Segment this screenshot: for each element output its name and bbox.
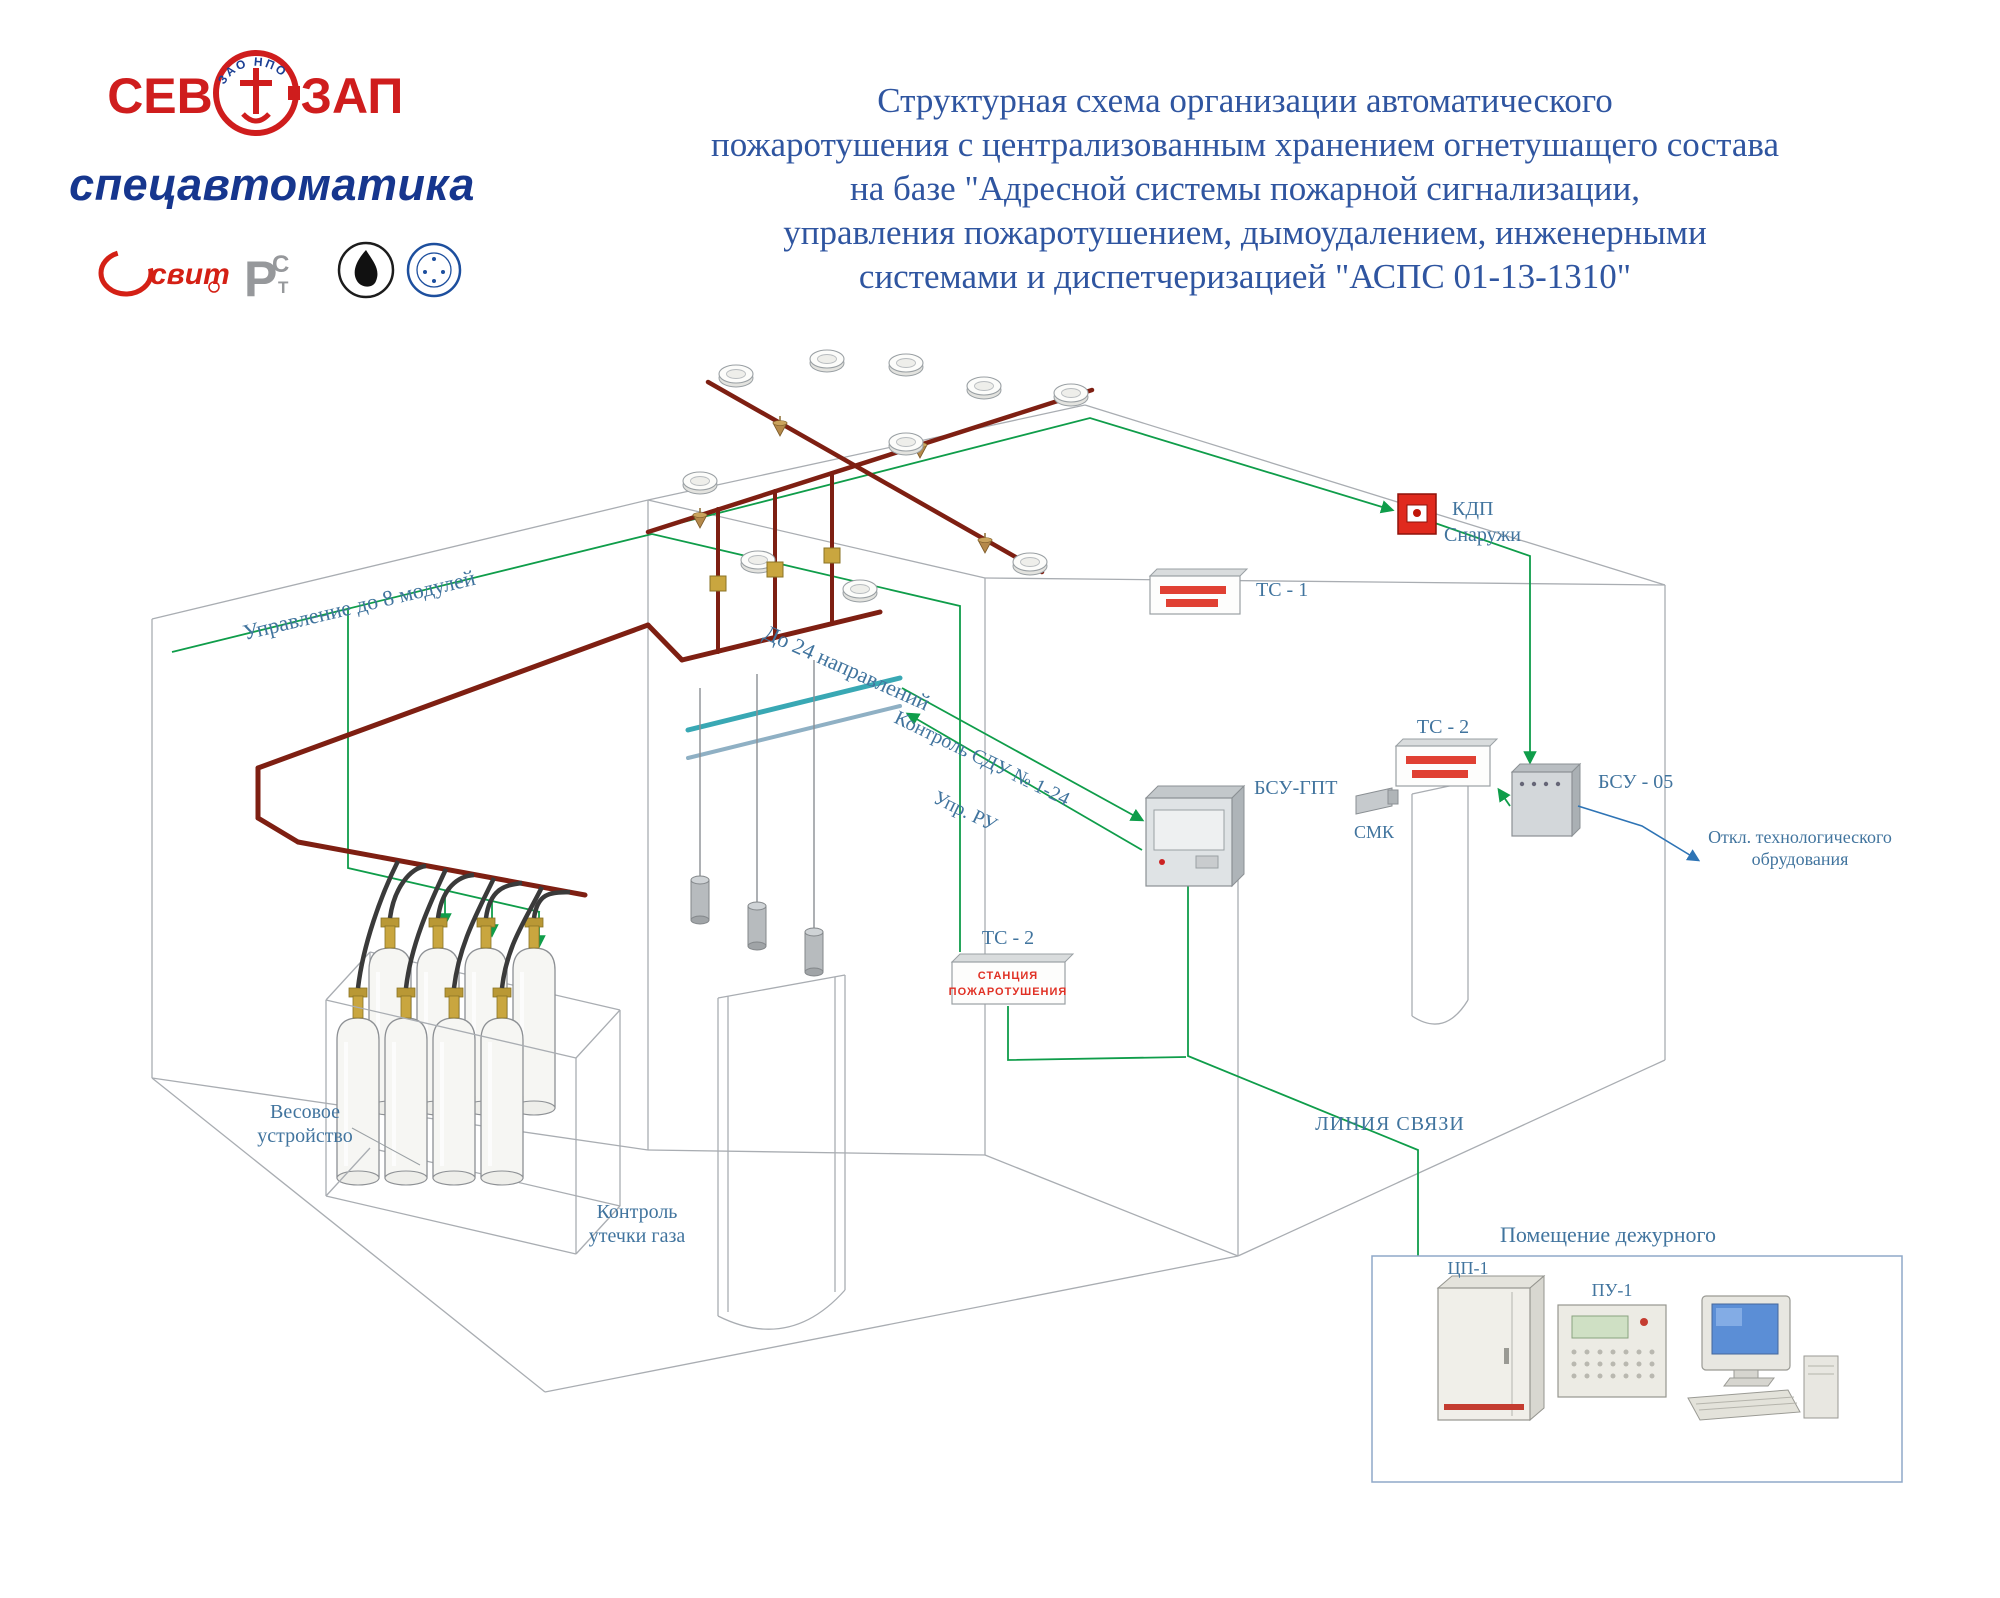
- sprinkler-emblem-icon: ЗАО НПО: [213, 50, 300, 136]
- cylinder-hoses: [355, 859, 571, 989]
- keyboard: [1687, 1389, 1801, 1421]
- label-ru-control: Упр. РУ: [930, 787, 1001, 837]
- title-line-3: на базе "Адресной системы пожарной сигна…: [850, 169, 1640, 208]
- pc-tower: [1803, 1355, 1839, 1419]
- weight-cylinder: [690, 875, 710, 925]
- smoke-detector-icon: [1012, 552, 1048, 576]
- station-sign-line1: СТАНЦИЯ: [978, 970, 1038, 982]
- ceiling-detector-grid: [645, 349, 1095, 603]
- smoke-detector-icon: [809, 349, 845, 373]
- gas-pipes: [255, 471, 883, 898]
- label-comm-line: ЛИНИЯ СВЯЗИ: [1315, 1113, 1465, 1135]
- smoke-detector-icon: [842, 579, 878, 603]
- scheme-title: Структурная схема организации автоматиче…: [711, 81, 1779, 296]
- label-bsu-gpt: БСУ-ГПТ: [1254, 777, 1337, 799]
- label-pu1: ПУ-1: [1592, 1280, 1633, 1300]
- station-sign-line2: ПОЖАРОТУШЕНИЯ: [949, 986, 1068, 998]
- ts2-right-signboard: [1394, 738, 1499, 787]
- duty-room-inset: [1371, 1255, 1903, 1483]
- label-control-modules: Управление до 8 модулей: [240, 565, 478, 645]
- label-weight-2: устройство: [257, 1125, 353, 1147]
- cert-rst-c: С: [272, 251, 289, 278]
- label-cp1: ЦП-1: [1448, 1258, 1489, 1278]
- label-ts2-center: ТС - 2: [982, 927, 1034, 949]
- smoke-detector-icon: [682, 471, 718, 495]
- cert-rst-p: Р: [244, 251, 277, 307]
- weight-cylinder: [747, 901, 767, 951]
- cert-svit-text: свит: [150, 258, 230, 291]
- label-kdp-sub: Снаружи: [1444, 524, 1521, 546]
- cp1-cabinet: [1436, 1274, 1546, 1422]
- weight-cylinder: [804, 927, 824, 977]
- label-directions: До 24 направлений: [760, 620, 934, 716]
- cert-rst-mark: Р С Т: [244, 251, 289, 307]
- label-sdu-control: Контроль СДУ № 1-24: [891, 707, 1073, 811]
- workstation-computer: [1687, 1295, 1839, 1421]
- rack-frame-front: [325, 999, 621, 1255]
- pu1-panel: [1557, 1304, 1667, 1398]
- logo-right-text: ЗАП: [301, 68, 404, 124]
- bsu-gpt-panel: [1144, 784, 1246, 888]
- cert-svit-mark: свит: [98, 249, 230, 297]
- smoke-detector-icon: [1053, 383, 1089, 407]
- doorway-station: [717, 974, 846, 1330]
- logo-left-text: СЕВ: [107, 68, 213, 124]
- label-smk: СМК: [1354, 822, 1395, 842]
- label-gas-leak-1: Контроль: [597, 1201, 678, 1223]
- smoke-detector-icon: [888, 353, 924, 377]
- valve: [709, 575, 727, 592]
- cert-rst-t: Т: [278, 278, 289, 297]
- label-kdp: КДП: [1452, 498, 1493, 520]
- ts1-signboard: [1148, 568, 1249, 615]
- kdp-call-point: [1397, 493, 1437, 535]
- smoke-detector-icon: [888, 432, 924, 456]
- label-duty-room: Помещение дежурного: [1500, 1222, 1716, 1247]
- label-tech-off-1: Откл. технологического: [1708, 827, 1892, 847]
- sevzap-logo: СЕВ ЗАП ЗАО НПО спецавтоматика свит Р С …: [69, 50, 475, 307]
- label-weight-1: Весовое: [270, 1101, 340, 1123]
- label-bsu05: БСУ - 05: [1598, 771, 1673, 793]
- label-gas-leak-2: утечки газа: [589, 1225, 686, 1247]
- equipment: СТАНЦИЯ ПОЖАРОТУШЕНИЯ: [949, 493, 1701, 1005]
- valve: [766, 561, 784, 578]
- cert-flame-mark: [337, 241, 395, 299]
- valve: [823, 547, 841, 564]
- building-wireframe: [151, 404, 1666, 1393]
- logo-name-text: спецавтоматика: [69, 159, 475, 210]
- cert-blue-mark: [406, 242, 462, 298]
- weight-pointer-line: [351, 1127, 421, 1166]
- cylinder-rack: [325, 859, 621, 1255]
- title-line-4: управления пожаротушением, дымоудалением…: [783, 213, 1707, 252]
- smoke-detector-icon: [718, 364, 754, 388]
- bsu-05-panel: [1510, 762, 1582, 838]
- label-ts2-right: ТС - 2: [1417, 716, 1469, 738]
- tech-off-arrow: [1577, 805, 1701, 862]
- title-line-1: Структурная схема организации автоматиче…: [877, 81, 1612, 120]
- distribution-unit: [685, 547, 903, 977]
- label-tech-off-2: обрудования: [1752, 849, 1849, 869]
- title-line-2: пожаротушения с централизованным хранени…: [711, 125, 1779, 164]
- smk-door-contact: [1355, 787, 1399, 815]
- smoke-detector-icon: [966, 376, 1002, 400]
- doorway-right: [1411, 781, 1469, 1025]
- station-signboard: СТАНЦИЯ ПОЖАРОТУШЕНИЯ: [949, 953, 1075, 1005]
- title-line-5: системами и диспетчеризацией "АСПС 01-13…: [859, 257, 1631, 296]
- label-ts1: ТС - 1: [1256, 579, 1308, 601]
